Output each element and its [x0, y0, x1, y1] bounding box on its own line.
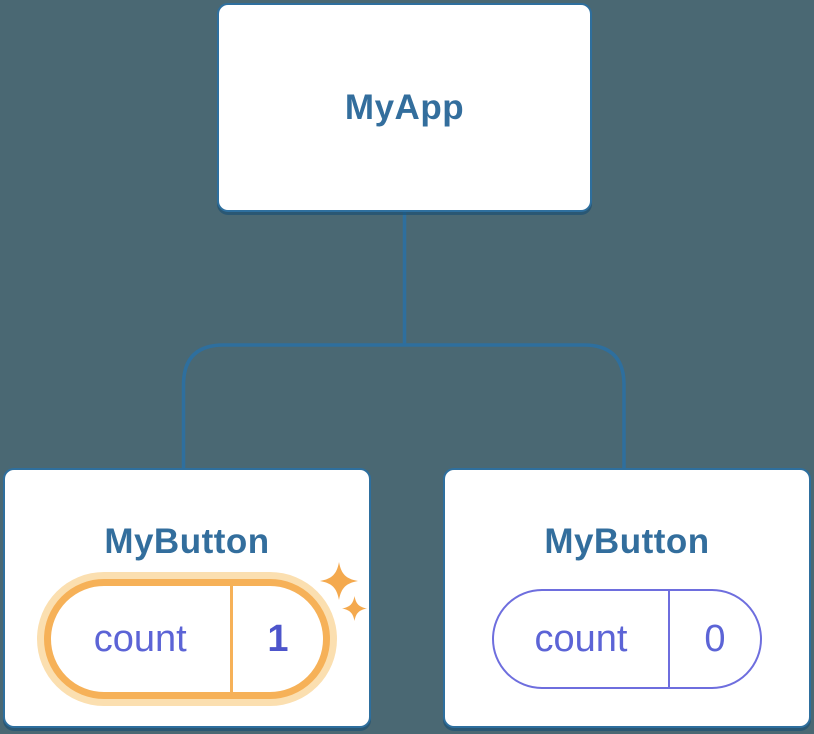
state-label: count — [534, 618, 628, 660]
tree-node-child-right: MyButton count 0 — [443, 468, 811, 728]
state-pill: count 0 — [492, 589, 762, 689]
state-pill-area: count 1 — [5, 565, 369, 713]
state-label: count — [93, 618, 187, 660]
tree-node-child-left: MyButton count 1 — [3, 468, 371, 728]
state-value: 1 — [267, 618, 289, 660]
state-label-cell: count — [494, 591, 668, 687]
pill-divider — [229, 586, 233, 692]
sparkle-icon-large — [320, 562, 358, 600]
state-pill-highlighted: count 1 — [44, 579, 330, 699]
pill-divider — [668, 591, 670, 687]
state-value-cell: 1 — [233, 586, 323, 692]
state-label-cell: count — [51, 586, 230, 692]
state-value: 0 — [704, 618, 726, 660]
root-node-label: MyApp — [344, 88, 465, 127]
state-pill-area: count 0 — [445, 565, 809, 713]
sparkle-icon-small — [342, 596, 367, 621]
state-value-cell: 0 — [670, 591, 760, 687]
tree-node-root: MyApp — [217, 3, 592, 212]
child-node-label: MyButton — [544, 522, 710, 561]
child-node-label: MyButton — [104, 522, 270, 561]
connector-branch — [181, 343, 626, 470]
